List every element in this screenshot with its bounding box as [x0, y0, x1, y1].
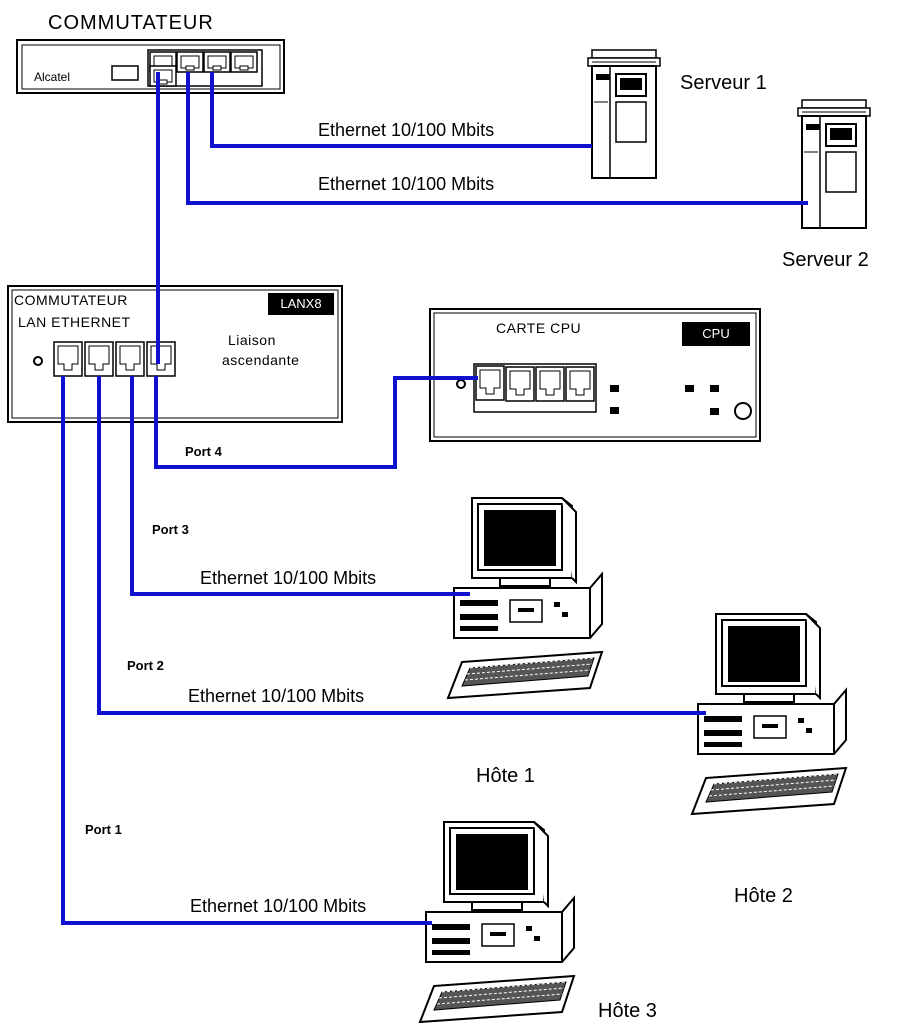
- cpu-card-title: CARTE CPU: [496, 320, 582, 336]
- host-2-computer-icon: [691, 613, 847, 815]
- lan-switch-title-line1: COMMUTATEUR: [14, 292, 128, 308]
- server-2-icon: [797, 99, 871, 229]
- link-label-server2: Ethernet 10/100 Mbits: [318, 174, 495, 194]
- cable-port1: [61, 376, 432, 925]
- port-2-label: Port 2: [127, 658, 164, 673]
- cable-port3: [130, 376, 470, 596]
- uplink-label-line1: Liaison: [228, 332, 276, 348]
- host-1-label: Hôte 1: [476, 765, 535, 787]
- top-switch-brand: Alcatel: [34, 70, 71, 84]
- host-3-computer-icon: [419, 821, 575, 1023]
- server-1-label: Serveur 1: [680, 72, 767, 94]
- host-3-label: Hôte 3: [598, 1000, 657, 1022]
- port-1-label: Port 1: [85, 822, 122, 837]
- link-label-server1: Ethernet 10/100 Mbits: [318, 120, 495, 140]
- port-4-label: Port 4: [185, 444, 222, 459]
- link-label-host1: Ethernet 10/100 Mbits: [200, 568, 377, 588]
- server-1-icon: [587, 49, 661, 179]
- link-label-host2: Ethernet 10/100 Mbits: [188, 686, 365, 706]
- host-2-label: Hôte 2: [734, 885, 793, 907]
- cable-port2: [97, 376, 706, 715]
- link-label-host3: Ethernet 10/100 Mbits: [190, 896, 367, 916]
- host-1-computer-icon: [447, 497, 603, 699]
- cable-server2: [186, 72, 808, 205]
- lan-switch-tag: LANX8: [268, 293, 334, 315]
- lan-switch-title-line2: LAN ETHERNET: [18, 314, 131, 330]
- top-switch-title: COMMUTATEUR: [48, 12, 214, 34]
- cable-port4: [154, 376, 478, 469]
- cable-server1: [210, 72, 592, 148]
- uplink-label-line2: ascendante: [222, 352, 300, 368]
- cpu-card-tag: CPU: [682, 322, 750, 346]
- port-3-label: Port 3: [152, 522, 189, 537]
- server-2-label: Serveur 2: [782, 249, 869, 271]
- top-switch: [16, 39, 285, 94]
